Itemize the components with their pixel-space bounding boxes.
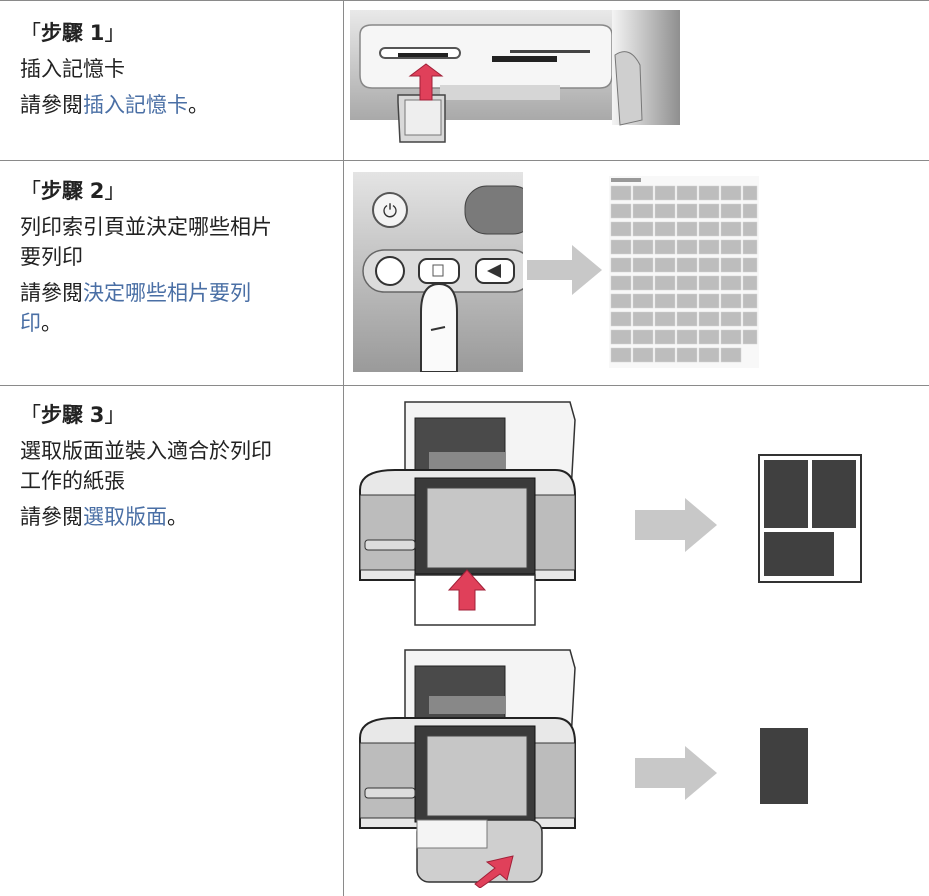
step-1-reference: 請參閱插入記憶卡。 <box>20 90 320 120</box>
step-3-number: 3 <box>89 403 105 427</box>
step-3-word: 步驟 <box>41 403 83 427</box>
step-3-reference: 請參閱選取版面。 <box>20 502 320 532</box>
step-2-text: 「步驟 2」 列印索引頁並決定哪些相片要列印 請參閱決定哪些相片要列印。 <box>20 176 320 338</box>
index-button-illustration: ⏻ <box>353 172 523 372</box>
index-page-illustration <box>609 176 759 368</box>
step-2-reference: 請參閱決定哪些相片要列印。 <box>20 278 290 338</box>
printer-main-tray-illustration <box>359 401 576 626</box>
layout-three-photos-icon <box>758 454 862 583</box>
arrow-right-icon <box>635 746 717 800</box>
column-divider <box>343 0 344 896</box>
step-2-title: 「步驟 2」 <box>20 176 320 206</box>
step-1-ref-link[interactable]: 插入記憶卡 <box>83 93 188 117</box>
step-1-open-bracket: 「 <box>20 21 41 45</box>
step-3-ref-prefix: 請參閱 <box>20 505 83 529</box>
insert-memory-card-illustration <box>350 10 680 143</box>
step-1-word: 步驟 <box>41 21 83 45</box>
svg-text:⏻: ⏻ <box>383 201 397 222</box>
table-top-border <box>0 0 929 1</box>
step-3-close-bracket: 」 <box>104 403 126 427</box>
arrow-right-icon <box>527 245 602 295</box>
step-3-ref-suffix: 。 <box>167 505 188 529</box>
step-1-ref-prefix: 請參閱 <box>20 93 83 117</box>
layout-single-photo-icon <box>760 728 808 804</box>
printer-photo-tray-illustration <box>359 649 576 888</box>
step-2-ref-link[interactable]: 決定哪些相片要列印 <box>20 281 251 335</box>
step-1-ref-suffix: 。 <box>188 93 209 117</box>
step-3-text: 「步驟 3」 選取版面並裝入適合於列印工作的紙張 請參閱選取版面。 <box>20 400 320 532</box>
step-2-description: 列印索引頁並決定哪些相片要列印 <box>20 215 272 269</box>
step-2-ref-prefix: 請參閱 <box>20 281 83 305</box>
arrow-right-icon <box>635 498 717 552</box>
step-2-open-bracket: 「 <box>20 179 41 203</box>
step-1-close-bracket: 」 <box>104 21 126 45</box>
step-2-word: 步驟 <box>41 179 83 203</box>
step-1-description: 插入記憶卡 <box>20 57 125 81</box>
step-1-text: 「步驟 1」 插入記憶卡 請參閱插入記憶卡。 <box>20 18 320 120</box>
step-3-title: 「步驟 3」 <box>20 400 320 430</box>
row-divider-2 <box>0 385 929 386</box>
step-3-description: 選取版面並裝入適合於列印工作的紙張 <box>20 439 272 493</box>
step-2-number: 2 <box>89 179 105 203</box>
step-2-close-bracket: 」 <box>104 179 126 203</box>
step-3-open-bracket: 「 <box>20 403 41 427</box>
step-3-ref-link[interactable]: 選取版面 <box>83 505 167 529</box>
row-divider-1 <box>0 160 929 161</box>
step-2-ref-suffix: 。 <box>41 311 62 335</box>
step-1-number: 1 <box>89 21 105 45</box>
step-1-title: 「步驟 1」 <box>20 18 320 48</box>
